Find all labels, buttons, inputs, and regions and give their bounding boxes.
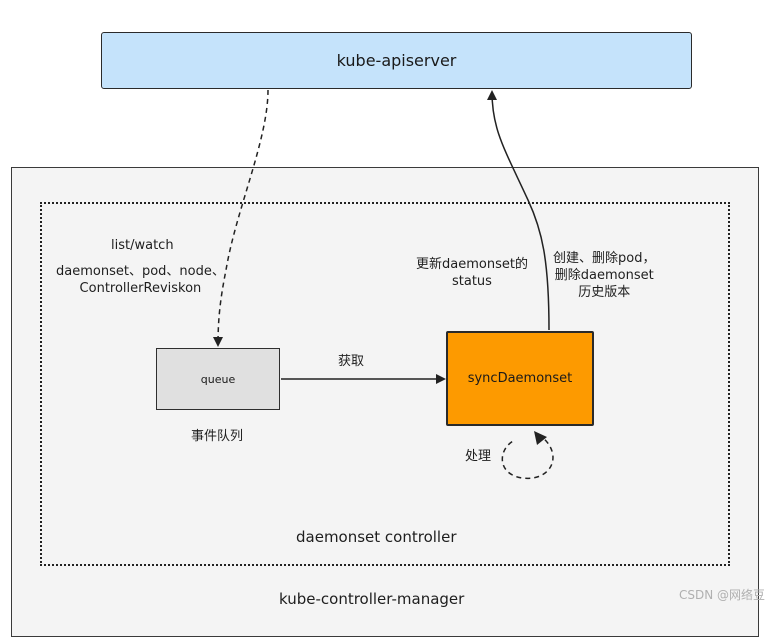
update-status-line1: 更新daemonset的 — [416, 257, 528, 272]
kube-controller-manager-container — [11, 167, 759, 637]
update-status-line2: status — [452, 274, 492, 289]
watched-resources-line1: daemonset、pod、node、 — [56, 264, 225, 279]
create-delete-line1: 创建、删除pod， — [553, 251, 656, 266]
update-status-label: 更新daemonset的 status — [416, 256, 528, 290]
watched-resources-label: daemonset、pod、node、 ControllerReviskon — [56, 263, 225, 297]
queue-node: queue — [156, 348, 280, 410]
process-loop-arrowhead — [534, 431, 547, 445]
queue-label: queue — [200, 372, 236, 386]
watched-resources-line2: ControllerReviskon — [79, 281, 202, 296]
event-queue-caption: 事件队列 — [191, 429, 244, 444]
process-loop-arrow — [501, 433, 554, 479]
diagram-edges — [213, 89, 554, 479]
list-watch-arrow — [213, 89, 269, 347]
sync-daemonset-node: syncDaemonset — [446, 331, 594, 426]
daemonset-controller-boundary — [40, 202, 730, 566]
list-watch-label: list/watch — [111, 238, 174, 253]
update-arrow — [487, 90, 550, 331]
fetch-label: 获取 — [338, 354, 365, 369]
watermark: CSDN @网络豆 — [679, 588, 766, 602]
kube-apiserver-node: kube-apiserver — [101, 32, 692, 89]
process-label: 处理 — [465, 449, 492, 464]
kube-apiserver-label: kube-apiserver — [336, 51, 457, 70]
sync-daemonset-label: syncDaemonset — [467, 371, 573, 386]
create-delete-line2: 删除daemonset — [554, 268, 654, 283]
daemonset-controller-label: daemonset controller — [296, 528, 457, 546]
kube-controller-manager-label: kube-controller-manager — [279, 590, 465, 608]
create-delete-line3: 历史版本 — [578, 285, 631, 300]
create-delete-label: 创建、删除pod， 删除daemonset 历史版本 — [553, 250, 655, 301]
